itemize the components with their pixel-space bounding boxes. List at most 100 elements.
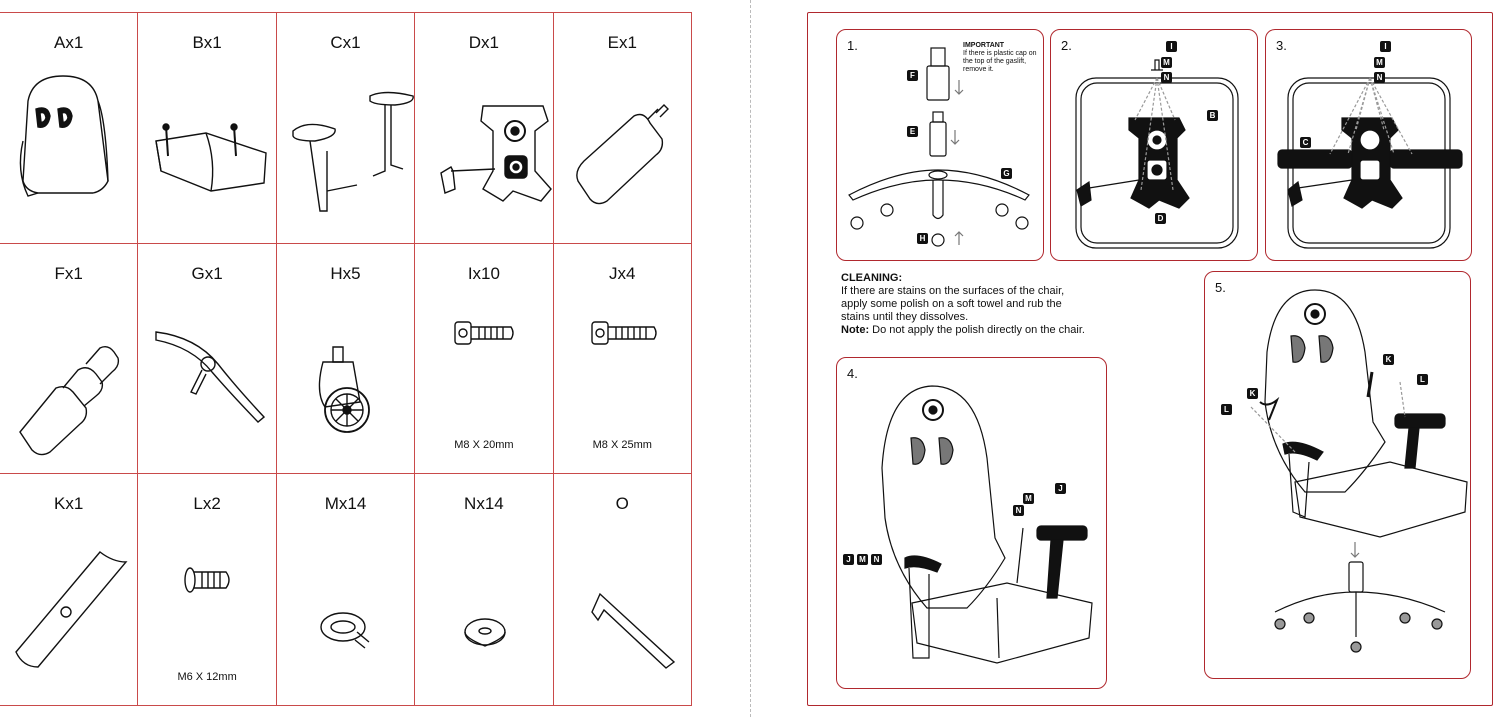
badge-j: J bbox=[1055, 483, 1066, 494]
part-cell-l: Lx2 M6 X 12mm bbox=[138, 474, 277, 705]
step-number: 1. bbox=[847, 38, 858, 53]
caster-icon bbox=[318, 345, 370, 433]
bolt-icon bbox=[590, 320, 657, 345]
page-fold bbox=[750, 0, 752, 717]
step-3-diagram bbox=[1277, 77, 1463, 249]
gaslift-icon bbox=[575, 104, 669, 205]
badge-n: N bbox=[1013, 505, 1024, 516]
base-icon bbox=[155, 330, 266, 423]
part-label: Ax1 bbox=[54, 33, 84, 52]
step-5-diagram bbox=[1250, 289, 1468, 653]
badge-m: M bbox=[1374, 57, 1385, 68]
step-1-diagram bbox=[848, 47, 1030, 247]
part-cell-b: Bx1 bbox=[138, 13, 277, 244]
badge-e: E bbox=[907, 126, 918, 137]
step-number: 2. bbox=[1061, 38, 1072, 53]
gaslift-cover-icon bbox=[19, 345, 120, 455]
part-cell-n: Nx14 bbox=[415, 474, 554, 705]
mechanism-icon bbox=[440, 105, 553, 202]
cleaning-title: CLEANING: bbox=[841, 272, 903, 284]
part-cell-i: Ix10 M8 X 20mm bbox=[415, 243, 554, 475]
badge-l: L bbox=[1221, 404, 1232, 415]
part-spec: M6 X 12mm bbox=[177, 671, 237, 683]
important-note: IMPORTANT If there is plastic cap on the… bbox=[963, 42, 1041, 74]
part-cell-k: Kx1 bbox=[0, 474, 139, 705]
flat-washer-icon bbox=[464, 618, 506, 648]
part-cell-g: Gx1 bbox=[138, 243, 277, 475]
part-spec: M8 X 25mm bbox=[592, 439, 652, 452]
step-4-panel: 4. J M N M N J bbox=[836, 357, 1107, 689]
step-2-diagram bbox=[1075, 59, 1239, 249]
step-2-panel: 2. I M N B D bbox=[1050, 29, 1258, 261]
badge-j: J bbox=[843, 554, 854, 565]
step-4-diagram bbox=[881, 385, 1093, 664]
badge-m: M bbox=[1161, 57, 1172, 68]
parts-grid: Ax1 Bx1 bbox=[0, 12, 692, 706]
important-title: IMPORTANT bbox=[963, 42, 1005, 49]
part-spec: M8 X 20mm bbox=[454, 439, 514, 452]
badge-h: H bbox=[917, 233, 928, 244]
note-text: Do not apply the polish directly on the … bbox=[872, 324, 1085, 336]
part-cell-d: Dx1 bbox=[415, 13, 554, 244]
seat-icon bbox=[155, 123, 268, 192]
cleaning-note-line: Note: Do not apply the polish directly o… bbox=[841, 324, 1141, 337]
badge-b: B bbox=[1207, 110, 1218, 121]
bolt-icon bbox=[454, 320, 514, 345]
badge-d: D bbox=[1155, 213, 1166, 224]
badge-c: C bbox=[1300, 137, 1311, 148]
cleaning-line-3: stains until they dissolves. bbox=[841, 311, 969, 323]
step-number: 5. bbox=[1215, 280, 1226, 295]
badge-n: N bbox=[1374, 72, 1385, 83]
part-label: Lx2 bbox=[193, 494, 221, 514]
parts-page: Ax1 Bx1 bbox=[0, 12, 692, 706]
part-label: Nx14 bbox=[464, 494, 504, 514]
part-cell-f: Fx1 bbox=[0, 243, 139, 475]
part-cell-o: O bbox=[554, 474, 692, 705]
badge-g: G bbox=[1001, 168, 1012, 179]
step-1-panel: 1. IMPORTANT If there is plastic cap on … bbox=[836, 29, 1044, 261]
part-cell-h: Hx5 bbox=[276, 243, 416, 475]
part-label: Jx4 bbox=[609, 263, 636, 283]
badge-m: M bbox=[1023, 493, 1034, 504]
badge-f: F bbox=[907, 70, 918, 81]
part-label: Hx5 bbox=[330, 263, 361, 283]
hex-key-icon bbox=[590, 593, 675, 670]
part-label: Kx1 bbox=[54, 494, 84, 514]
part-label: Gx1 bbox=[191, 263, 223, 283]
step-number: 4. bbox=[847, 366, 858, 381]
step-number: 3. bbox=[1276, 38, 1287, 53]
badge-m: M bbox=[857, 554, 868, 565]
note-label: Note: bbox=[841, 324, 870, 336]
cleaning-line-1: If there are stains on the surfaces of t… bbox=[841, 285, 1065, 297]
part-label: Dx1 bbox=[468, 33, 499, 52]
badge-l: L bbox=[1417, 374, 1428, 385]
part-label: Bx1 bbox=[192, 33, 222, 52]
part-label: Fx1 bbox=[54, 263, 83, 283]
screw-icon bbox=[184, 567, 231, 594]
badge-n: N bbox=[1161, 72, 1172, 83]
part-cell-a: Ax1 bbox=[0, 13, 139, 244]
part-label: Ix10 bbox=[467, 263, 500, 283]
step-3-panel: 3. I M N C bbox=[1265, 29, 1472, 261]
cover-plate-icon bbox=[15, 551, 128, 669]
part-label: Ex1 bbox=[607, 33, 637, 52]
badge-n: N bbox=[871, 554, 882, 565]
badge-i: I bbox=[1166, 41, 1177, 52]
spring-washer-icon bbox=[320, 612, 370, 649]
part-label: O bbox=[615, 494, 629, 514]
part-cell-j: Jx4 M8 X 25mm bbox=[553, 243, 692, 475]
step-5-panel: 5. K L K L bbox=[1204, 271, 1471, 679]
cleaning-note: CLEANING: If there are stains on the sur… bbox=[841, 272, 1141, 337]
part-label: Cx1 bbox=[330, 33, 361, 52]
badge-k: K bbox=[1383, 354, 1394, 365]
part-label: Mx14 bbox=[324, 494, 367, 514]
part-cell-m: Mx14 bbox=[277, 474, 416, 705]
badge-k: K bbox=[1247, 388, 1258, 399]
chair-back-icon bbox=[19, 75, 109, 197]
important-text: If there is plastic cap on the top of th… bbox=[963, 50, 1037, 73]
part-cell-c: Cx1 bbox=[276, 13, 416, 244]
armrest-icon bbox=[292, 91, 414, 212]
cleaning-line-2: apply some polish on a soft towel and ru… bbox=[841, 298, 1062, 310]
badge-i: I bbox=[1380, 41, 1391, 52]
assembly-page: 1. IMPORTANT If there is plastic cap on … bbox=[752, 0, 1500, 717]
